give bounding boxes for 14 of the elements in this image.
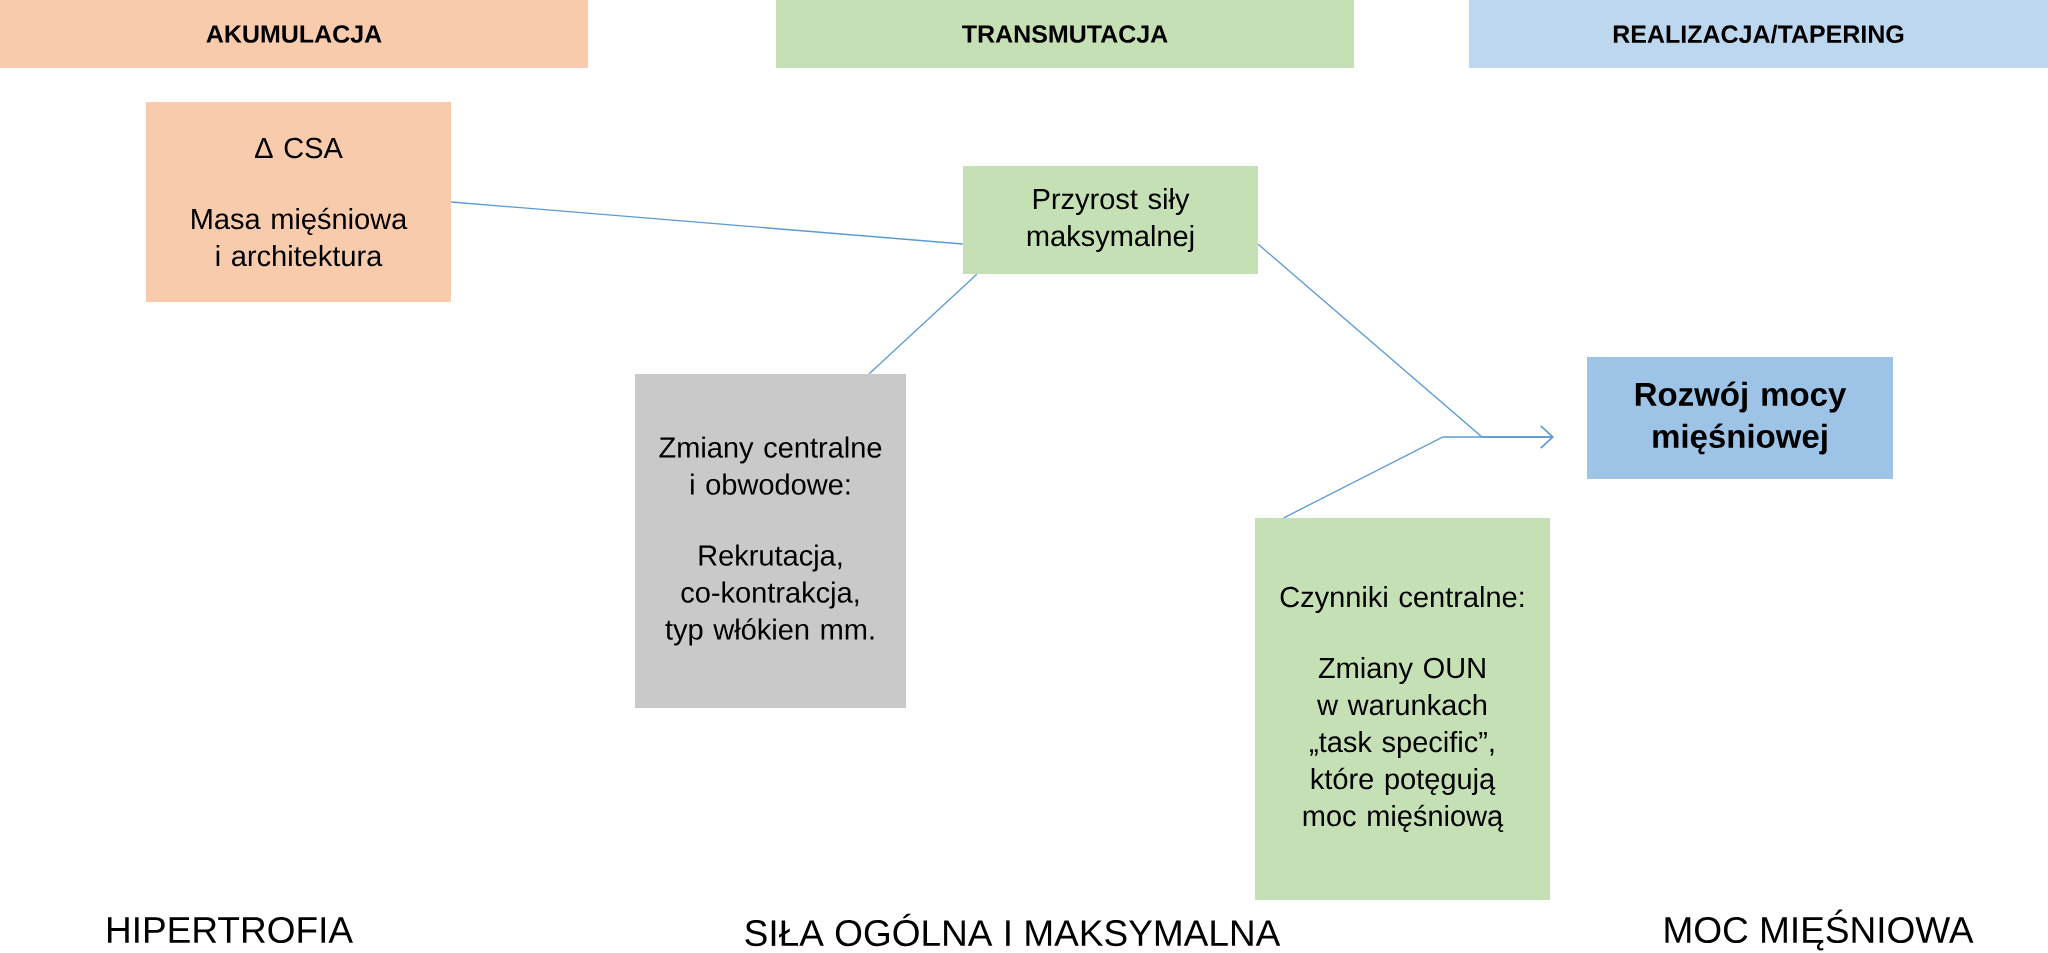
header-band: REALIZACJA/TAPERING (1469, 0, 2048, 68)
process-box: Δ CSA Masa mięśniowa i architektura (146, 102, 451, 302)
stage-label: SIŁA OGÓLNA I MAKSYMALNA (745, 913, 1281, 947)
stage-label: MOC MIĘŚNIOWA (1665, 909, 1974, 951)
header-band: AKUMULACJA (0, 0, 588, 68)
process-box: Przyrost siły maksymalnej (963, 166, 1258, 274)
process-box: Czynniki centralne: Zmiany OUN w warunkach „task specific”, które potęgują moc mięśniową (1255, 518, 1550, 900)
connector-line (450, 201, 964, 245)
arrow (1283, 425, 1554, 519)
process-box: Zmiany centralne i obwodowe: Rekrutacja, co-kontrakcja, typ włókien mm. (635, 374, 906, 708)
header-band: TRANSMUTACJA (776, 0, 1354, 68)
connector-line (868, 273, 978, 375)
stage-label: HIPERTROFIA (108, 916, 353, 944)
result-box: Rozwój mocy mięśniowej (1587, 357, 1893, 479)
